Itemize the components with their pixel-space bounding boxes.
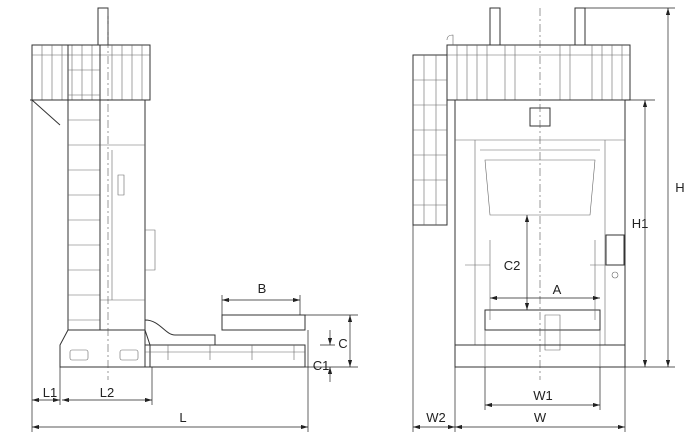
top-railing <box>30 44 151 126</box>
side-view <box>30 7 306 380</box>
dim-w2-label: W2 <box>426 410 446 425</box>
dim-l2-label: L2 <box>100 385 114 400</box>
dim-l1-label: L1 <box>43 385 57 400</box>
dim-c-label: C <box>338 336 347 351</box>
dim-w1-label: W1 <box>533 388 553 403</box>
dim-l-label: L <box>179 410 186 425</box>
press-frame-side <box>99 99 146 331</box>
base <box>59 329 151 368</box>
control-panel <box>605 234 625 266</box>
moving-bolster <box>144 314 306 368</box>
side-dimensions: B C C1 L1 L2 L <box>31 100 358 432</box>
dim-c2-label: C2 <box>504 258 521 273</box>
dim-h-label: H <box>675 180 684 195</box>
ladder <box>67 44 101 331</box>
dim-c1-label: C1 <box>313 358 330 373</box>
side-ladder-cage <box>412 34 454 226</box>
dim-a-label: A <box>553 282 562 297</box>
top-railing-front <box>446 44 631 101</box>
front-view <box>412 7 631 380</box>
dim-h1-label: H1 <box>632 216 649 231</box>
dim-w-label: W <box>534 410 547 425</box>
dim-b-label: B <box>258 281 267 296</box>
front-dimensions: H H1 A C2 W1 W2 W <box>412 7 685 432</box>
cylinder-post <box>97 7 109 46</box>
